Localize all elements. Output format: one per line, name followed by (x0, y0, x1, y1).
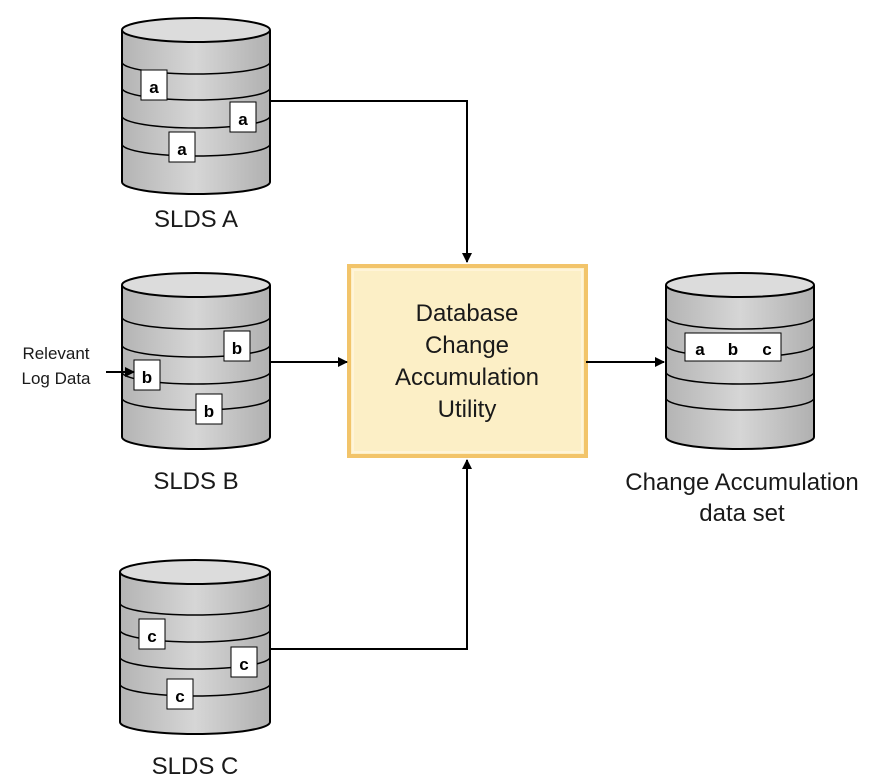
record-box: c (230, 646, 258, 678)
record-label: b (204, 402, 214, 421)
input-note-line-1: Relevant (22, 344, 89, 363)
record-box: c (138, 618, 166, 650)
record-box: a (229, 101, 257, 133)
record-label: a (238, 110, 248, 129)
record-label: a (149, 78, 159, 97)
record-strip (684, 332, 782, 362)
output-label-line-2: data set (699, 500, 785, 527)
record-box: a (168, 131, 196, 163)
input-note-line-2: Log Data (22, 369, 92, 388)
slds-c-cylinder: c c c (119, 559, 271, 735)
record-label: a (695, 340, 705, 359)
record-box: c (166, 678, 194, 710)
slds-a-cylinder: a a a (121, 17, 271, 195)
record-label: b (232, 339, 242, 358)
utility-box: Database Change Accumulation Utility (347, 264, 588, 458)
record-label: c (239, 655, 248, 674)
record-label: a (177, 140, 187, 159)
record-box: b (195, 393, 223, 425)
utility-line-2: Change (425, 332, 509, 359)
utility-line-4: Utility (438, 396, 497, 423)
record-label: b (142, 368, 152, 387)
slds-a-connector (270, 100, 472, 263)
change-accumulation-cylinder: a b c (665, 272, 815, 450)
output-label-line-1: Change Accumulation (625, 469, 858, 496)
slds-c-label: SLDS C (152, 753, 239, 778)
record-label: c (762, 340, 771, 359)
record-label: c (147, 627, 156, 646)
slds-a-label: SLDS A (154, 206, 238, 233)
record-label: b (728, 340, 738, 359)
record-box: b (223, 330, 251, 362)
record-box: b (133, 359, 161, 391)
utility-line-1: Database (416, 300, 519, 327)
record-box: a (140, 69, 168, 101)
slds-b-label: SLDS B (153, 468, 238, 495)
utility-line-3: Accumulation (395, 364, 539, 391)
slds-c-connector (270, 459, 472, 650)
slds-b-cylinder: b b b (121, 272, 271, 450)
record-label: c (175, 687, 184, 706)
